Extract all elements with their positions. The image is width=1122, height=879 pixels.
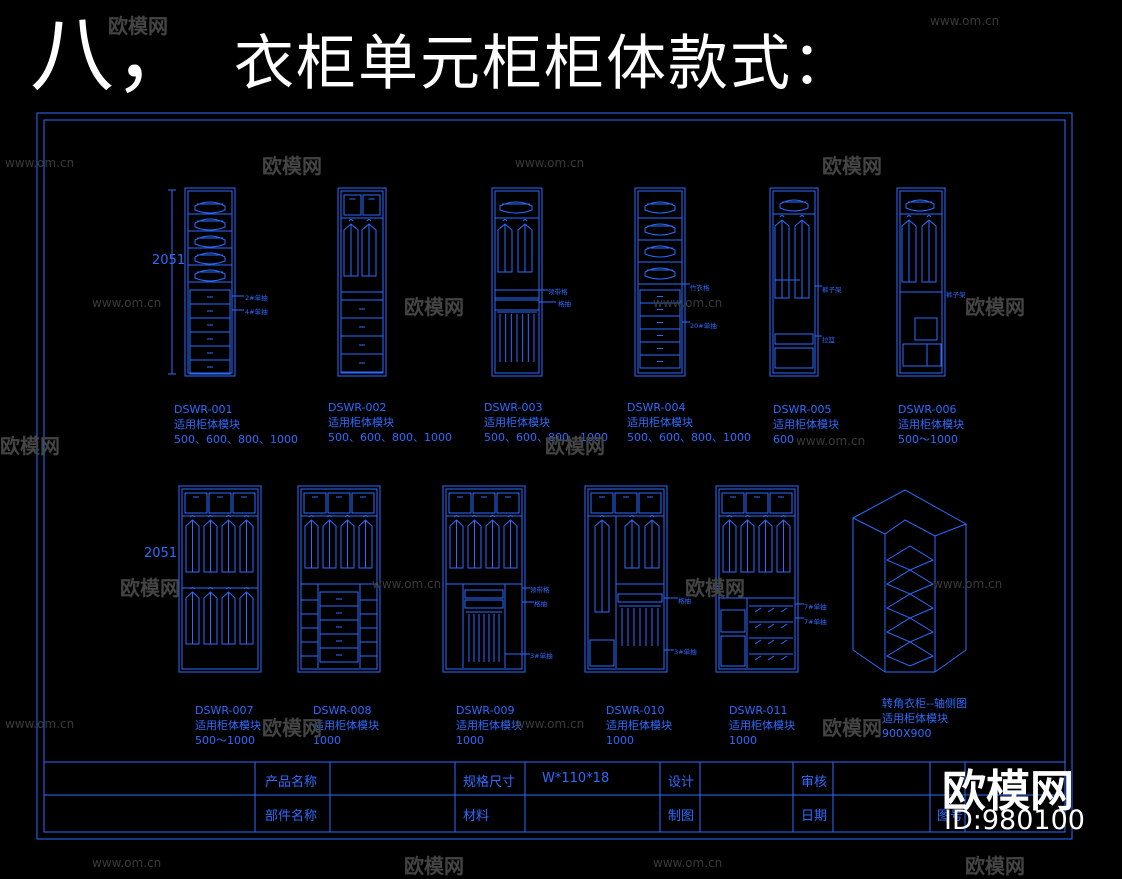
page-title: 八， 衣柜单元柜柜体款式： [30,0,854,109]
watermark-url: www.om.cn [372,577,442,591]
watermark-brand: 欧模网 [108,14,168,38]
watermark-url: www.om.cn [796,434,866,448]
corner-wardrobe-axonometric [851,489,968,673]
annotation: 20#单抽 [690,322,717,330]
watermark-url: www.om.cn [515,156,585,170]
annotation: 拉篮 [822,336,835,344]
annotation: 竹衣格 [690,284,710,292]
watermark-url: www.om.cn [92,296,162,310]
watermark-brand: 欧模网 [685,576,745,600]
tb-material: 材料 [463,809,490,824]
annotation: 2#单抽 [245,294,268,302]
outer-border [36,112,1073,840]
tb-spec-value: W*110*18 [542,771,610,786]
tb-design: 设计 [668,775,695,790]
tb-part-name: 部件名称 [265,809,318,824]
watermark-url: www.om.cn [930,14,1000,28]
wardrobe-unit-002 [337,187,387,377]
tb-product-name: 产品名称 [265,775,318,790]
wardrobe-unit-006 [896,187,946,377]
annotation: 7#单抽 [804,603,827,611]
wardrobe-unit-008 [297,485,381,673]
watermark-brand: 欧模网 [262,154,322,178]
watermark-url: www.om.cn [5,156,75,170]
wardrobe-unit-007 [178,485,262,673]
tb-drawing-no: 图号 [937,809,964,824]
watermark-brand: 欧模网 [404,854,464,878]
wardrobe-unit-010 [584,485,678,673]
watermark-brand: 欧模网 [822,716,882,740]
annotation: 格抽 [678,597,691,605]
watermark-brand: 欧模网 [404,295,464,319]
annotation: 7#单抽 [804,618,827,626]
wardrobe-unit-005 [769,187,822,377]
watermark-url: www.om.cn [653,296,723,310]
annotation: 格抽 [534,600,547,608]
brand-id: ID:980100 [944,805,1085,836]
wardrobe-unit-011 [715,485,804,673]
dimension-label-row2: 2051 [144,546,178,561]
annotation: 3#单抽 [674,648,697,656]
title-text: 衣柜单元柜柜体款式： [234,29,855,99]
watermark-brand: 欧模网 [120,576,180,600]
watermark-brand: 欧模网 [822,154,882,178]
title-number: 八， [30,6,199,104]
watermark-url: www.om.cn [653,856,723,870]
annotation: 裤子架 [946,291,966,299]
tb-drafting: 制图 [668,809,695,824]
tb-spec: 规格尺寸 [463,775,516,790]
annotation: 3#单抽 [530,652,553,660]
watermark-brand: 欧模网 [262,716,322,740]
watermark-url: www.om.cn [92,856,162,870]
dimension-label-row1: 2051 [152,253,186,268]
title-block [43,761,1066,833]
wardrobe-unit-009 [442,485,534,673]
watermark-brand: 欧模网 [0,434,60,458]
watermark-url: www.om.cn [515,717,585,731]
annotation: 领带格 [548,288,568,296]
annotation: 4#单抽 [245,308,268,316]
annotation: 领带格 [530,586,550,594]
watermark-url: www.om.cn [5,717,75,731]
tb-date: 日期 [801,809,828,824]
brand-logo-text: 欧模网 [942,766,1074,817]
wardrobe-unit-004 [634,187,690,377]
watermark-url: www.om.cn [933,577,1003,591]
watermark-brand: 欧模网 [965,295,1025,319]
wardrobe-unit-003 [491,187,556,377]
annotation: 裤子架 [822,286,842,294]
wardrobe-unit-001 [168,187,244,377]
watermark-brand: 欧模网 [965,854,1025,878]
tb-review: 审核 [801,775,828,790]
annotation: 格抽 [558,300,571,308]
watermark-brand: 欧模网 [545,434,605,458]
